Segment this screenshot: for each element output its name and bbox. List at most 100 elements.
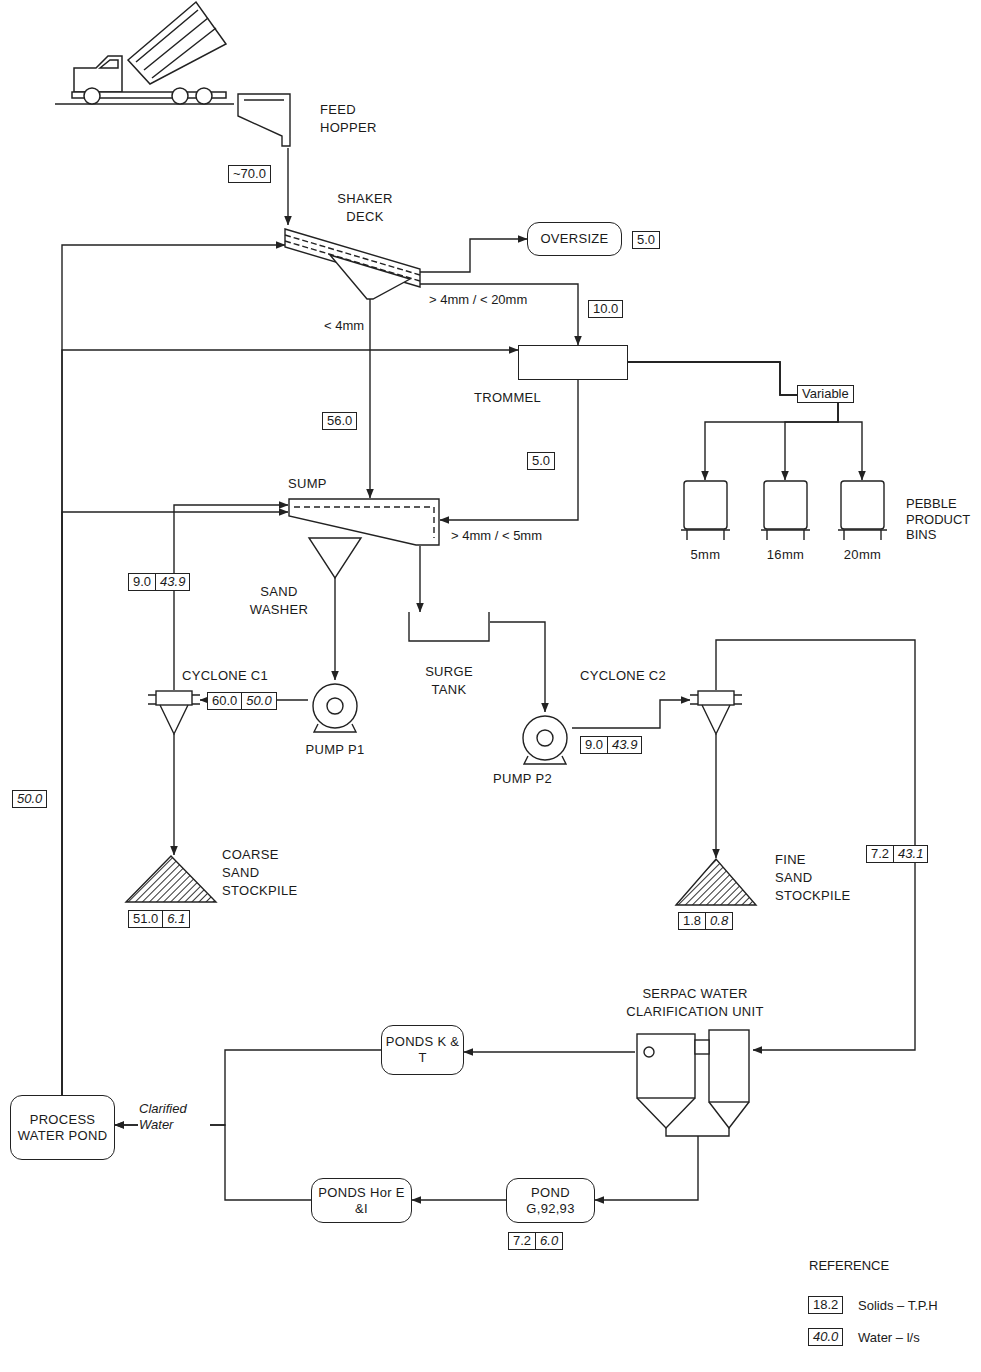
pump: PUMP P1 xyxy=(308,680,362,732)
flow-value-box: 51.06.1 xyxy=(128,910,190,928)
value-box: ~70.0 xyxy=(228,165,271,183)
node-label: 20mm xyxy=(830,545,895,563)
label-text: 9.0 xyxy=(129,574,155,590)
shape-outline xyxy=(308,680,362,732)
pond-box: PONDS K & T xyxy=(381,1025,464,1075)
label-text: 1.8 xyxy=(679,913,705,929)
stockpile: FINE SAND STOCKPILE xyxy=(675,858,757,906)
label-text: 10.0 xyxy=(593,301,618,316)
node-text: SERPAC WATER CLARIFICATION UNIT xyxy=(626,986,763,1019)
node-label: SERPAC WATER CLARIFICATION UNIT xyxy=(605,984,785,1020)
value-box: 56.0 xyxy=(322,412,357,430)
flow-value-box: 1.80.8 xyxy=(678,912,733,930)
value-box: 40.0 xyxy=(808,1328,843,1346)
node-label: 5mm xyxy=(673,545,738,563)
annotation: > 4mm / < 20mm xyxy=(428,292,528,308)
node-text: SURGE TANK xyxy=(425,664,473,697)
node-label: SAND WASHER xyxy=(244,582,314,618)
pebble-bin: 16mm xyxy=(763,480,808,542)
label-text: 50.0 xyxy=(17,791,42,806)
shape-outline xyxy=(518,712,572,764)
flow-line xyxy=(595,1142,698,1200)
sand-washer: SAND WASHER xyxy=(308,538,362,590)
flow-line xyxy=(440,380,578,520)
value-box: 10.0 xyxy=(588,300,623,318)
flow-line xyxy=(464,1051,635,1052)
annotation: Clarified Water xyxy=(138,1101,210,1132)
pond-box: PONDS Hor E &I xyxy=(311,1178,412,1223)
node-text: OVERSIZE xyxy=(540,231,608,247)
cyclone: CYCLONE C1 xyxy=(148,690,200,742)
label-text: 7.2 xyxy=(867,846,893,862)
flow-line xyxy=(628,362,838,480)
shape-outline xyxy=(763,480,808,542)
node-text: FEED HOPPER xyxy=(320,102,377,135)
annotation: > 4mm / < 5mm xyxy=(450,528,543,544)
shaker-deck: SHAKER DECK xyxy=(285,225,420,305)
label-text: ~70.0 xyxy=(233,166,266,181)
node-text: PUMP P1 xyxy=(306,742,365,757)
flow-line xyxy=(62,245,285,1095)
flow-line xyxy=(369,305,370,498)
dump-truck xyxy=(55,2,234,104)
flow-line xyxy=(334,590,335,680)
label-text: 6.1 xyxy=(162,911,189,927)
value-box: 50.0 xyxy=(12,790,47,808)
node-label: FINE SAND STOCKPILE xyxy=(775,850,845,904)
node-text: PONDS K & T xyxy=(385,1034,460,1065)
value-box: Variable xyxy=(797,385,854,403)
node-text: CYCLONE C2 xyxy=(580,668,666,683)
node-text: SUMP xyxy=(288,476,327,491)
node-text: POND G,92,93 xyxy=(510,1185,591,1216)
node-label: SHAKER DECK xyxy=(325,189,405,225)
flow-line xyxy=(62,512,288,1095)
node-label: TROMMEL xyxy=(474,388,554,406)
pebble-bin: 20mm xyxy=(840,480,885,542)
label-text: > 4mm / < 5mm xyxy=(451,528,542,543)
cyclone: CYCLONE C2 xyxy=(690,690,742,742)
flow-line xyxy=(412,1199,506,1200)
label-text: 6.0 xyxy=(535,1233,562,1249)
node-text: PUMP P2 xyxy=(493,771,552,786)
label-text: 5.0 xyxy=(637,232,655,247)
flow-line xyxy=(419,546,420,612)
flow-line xyxy=(287,148,288,225)
label-text: 18.2 xyxy=(813,1297,838,1312)
node-label: PUMP P1 xyxy=(300,740,370,758)
node-text: TROMMEL xyxy=(474,390,541,405)
shape-outline xyxy=(308,538,362,590)
label-text: 51.0 xyxy=(129,911,162,927)
surge-tank: SURGE TANK xyxy=(408,612,490,642)
annotation: PEBBLE PRODUCT BINS xyxy=(905,496,977,543)
label-text: REFERENCE xyxy=(809,1258,889,1273)
flow-line xyxy=(628,362,862,480)
flow-line xyxy=(490,622,545,712)
flow-line xyxy=(420,284,578,345)
value-box: 5.0 xyxy=(527,452,555,470)
annotation: REFERENCE xyxy=(808,1258,890,1274)
flow-line xyxy=(572,700,690,728)
flow-line xyxy=(420,239,527,272)
label-text: Variable xyxy=(802,386,849,401)
flow-line xyxy=(628,362,838,480)
label-text: 60.0 xyxy=(208,693,241,709)
label-text: 43.1 xyxy=(893,846,927,862)
label-text: 40.0 xyxy=(813,1329,838,1344)
node-text: 20mm xyxy=(844,547,881,562)
node-text: 5mm xyxy=(691,547,721,562)
node-text: FINE SAND STOCKPILE xyxy=(775,852,850,903)
label-text: PEBBLE PRODUCT BINS xyxy=(906,496,970,542)
pond-box: POND G,92,93 xyxy=(506,1178,595,1223)
shape-outline xyxy=(840,480,885,542)
shape-outline xyxy=(285,225,420,305)
shape-outline xyxy=(236,92,292,148)
flow-line xyxy=(115,1125,311,1200)
label-text: 43.9 xyxy=(155,574,189,590)
node-text: CYCLONE C1 xyxy=(182,668,268,683)
pump: PUMP P2 xyxy=(518,712,572,764)
legend-text: Water – l/s xyxy=(858,1330,920,1346)
shape-outline xyxy=(635,1030,753,1142)
node-text: 16mm xyxy=(767,547,804,562)
